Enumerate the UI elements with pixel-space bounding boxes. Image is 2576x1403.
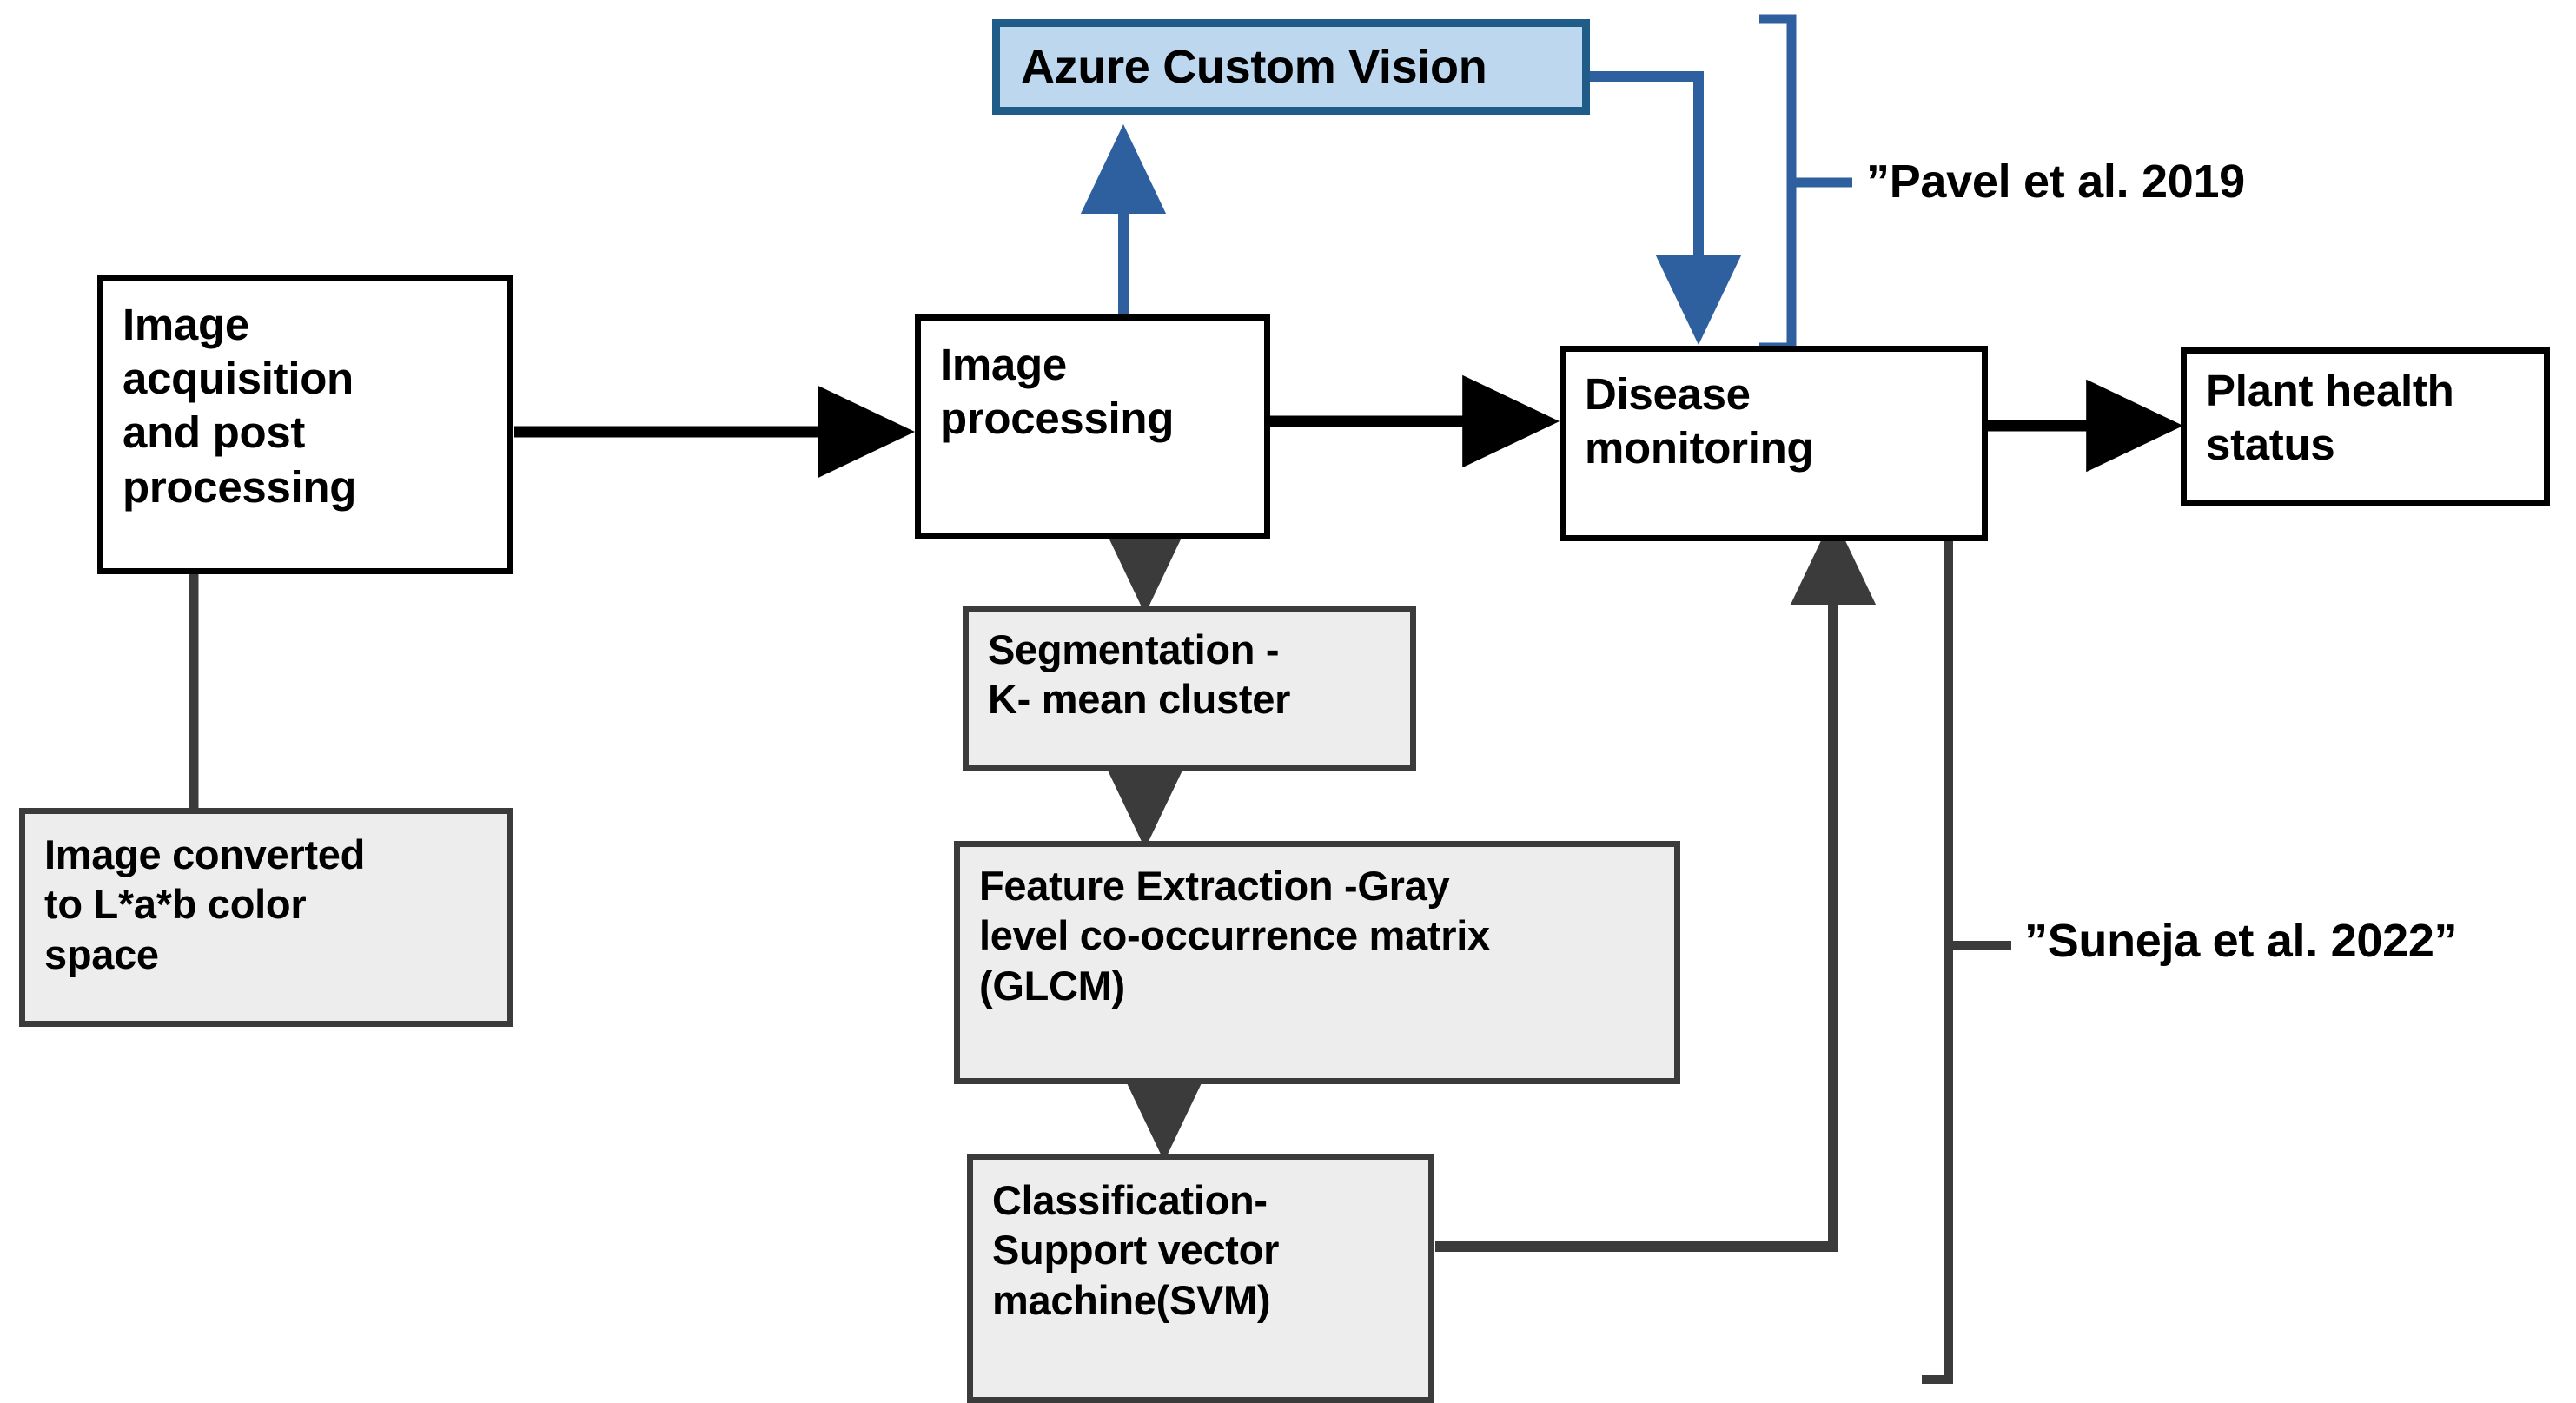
edge-azure-to-disease xyxy=(1590,71,1742,346)
node-disease-monitoring-label: Disease monitoring xyxy=(1585,369,1814,473)
node-feature-extraction-label: Feature Extraction -Gray level co-occurr… xyxy=(979,863,1490,1009)
node-feature-extraction[interactable]: Feature Extraction -Gray level co-occurr… xyxy=(954,841,1680,1084)
node-azure-custom-vision[interactable]: Azure Custom Vision xyxy=(992,19,1590,115)
node-image-acquisition[interactable]: Image acquisition and post processing xyxy=(97,275,513,574)
bracket-pavel xyxy=(1759,14,1797,353)
node-segmentation-label: Segmentation - K- mean cluster xyxy=(988,626,1291,723)
node-classification-svm-label: Classification- Support vector machine(S… xyxy=(992,1177,1280,1323)
annotation-pavel-citation: ”Pavel et al. 2019 xyxy=(1866,155,2245,208)
node-image-acquisition-label: Image acquisition and post processing xyxy=(123,300,357,512)
annotation-pavel-citation-label: ”Pavel et al. 2019 xyxy=(1866,156,2245,208)
annotation-suneja-citation-label: ”Suneja et al. 2022” xyxy=(2024,915,2458,967)
node-lab-color-space[interactable]: Image converted to L*a*b color space xyxy=(19,808,513,1027)
node-classification-svm[interactable]: Classification- Support vector machine(S… xyxy=(967,1154,1434,1403)
bracket-suneja xyxy=(1922,504,1953,1384)
annotation-suneja-citation: ”Suneja et al. 2022” xyxy=(2024,914,2458,968)
node-plant-health-status-label: Plant health status xyxy=(2206,366,2454,470)
node-disease-monitoring[interactable]: Disease monitoring xyxy=(1560,346,1988,541)
node-image-processing-label: Image processing xyxy=(940,340,1175,444)
node-image-processing[interactable]: Image processing xyxy=(915,314,1270,539)
node-lab-color-space-label: Image converted to L*a*b color space xyxy=(44,831,366,977)
node-plant-health-status[interactable]: Plant health status xyxy=(2181,347,2550,506)
node-segmentation[interactable]: Segmentation - K- mean cluster xyxy=(963,606,1416,771)
node-azure-custom-vision-label: Azure Custom Vision xyxy=(1021,41,1487,93)
